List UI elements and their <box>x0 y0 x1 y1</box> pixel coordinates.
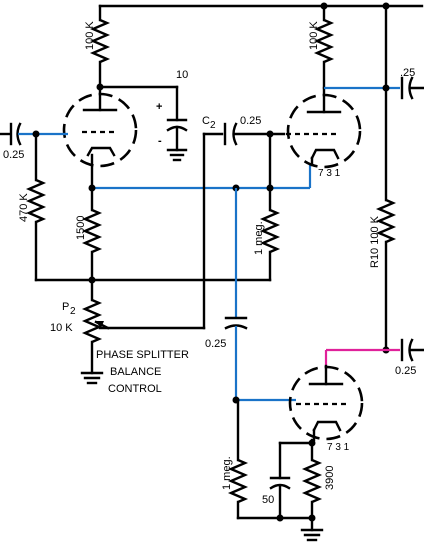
c2-sub: 2 <box>210 120 216 131</box>
caption-line1: PHASE SPLITTER <box>96 349 189 361</box>
right-grid-resistor-label: 1 meg. <box>253 221 265 255</box>
bottom-tube-pins: 7 3 1 <box>327 442 350 453</box>
cathode-bus <box>88 165 312 192</box>
left-grid-resistor: 470 K <box>18 132 272 282</box>
left-plate-resistor-label: 100 K <box>84 21 96 50</box>
caption-line3: CONTROL <box>108 383 162 395</box>
right-output: .25 <box>324 67 424 100</box>
cathode-resistor-label: 1500 <box>75 216 87 240</box>
bottom-cathode-network: 50 3900 <box>262 438 336 542</box>
bypass-capacitor: 10 + - <box>98 69 188 162</box>
input-coupling: 0.25 <box>0 122 68 161</box>
bplus-rail <box>98 2 424 202</box>
right-tube: 7 3 1 <box>286 86 362 179</box>
output-top-capacitor-label: .25 <box>400 67 415 79</box>
input-capacitor-label: 0.25 <box>3 149 24 161</box>
right-plate-resistor-label: 100 K <box>308 21 320 50</box>
caption-line2: BALANCE <box>110 366 161 378</box>
mid-coupling-capacitor: 0.25 <box>205 188 296 404</box>
right-grid-resistor: 1 meg. <box>253 132 281 282</box>
bypass-capacitor-minus: - <box>158 135 162 147</box>
c2-value: 0.25 <box>240 115 261 127</box>
left-plate-resistor: 100 K <box>84 4 111 91</box>
pot-sub: 2 <box>70 306 76 317</box>
bottom-cathode-capacitor-label: 50 <box>262 494 274 506</box>
balance-pot: P 2 10 K PHASE SPLITTER BALANCE CONTROL <box>50 132 224 395</box>
c2-capacitor: C 2 0.25 <box>202 115 286 146</box>
c2-prefix: C <box>202 115 210 127</box>
bottom-output: 0.25 <box>324 338 424 377</box>
bottom-grid-resistor: 1 meg. <box>221 398 314 520</box>
cathode-resistor: 1500 <box>75 186 103 284</box>
pot-prefix: P <box>62 301 69 313</box>
right-tube-pins: 7 3 1 <box>318 168 341 179</box>
bottom-tube: 7 3 1 <box>288 364 364 453</box>
left-tube <box>62 85 138 190</box>
bypass-capacitor-value: 10 <box>176 69 188 81</box>
right-plate-resistor: 100 K <box>308 4 335 90</box>
output-bottom-capacitor-label: 0.25 <box>395 365 416 377</box>
bottom-grid-resistor-label: 1 meg. <box>221 456 233 490</box>
pot-value: 10 K <box>50 322 73 334</box>
bypass-capacitor-plus: + <box>156 101 162 113</box>
left-grid-resistor-label: 470 K <box>18 193 30 222</box>
mid-coupling-capacitor-label: 0.25 <box>205 338 226 350</box>
r10-label: R10 100 K <box>369 215 381 268</box>
bottom-cathode-resistor-label: 3900 <box>324 466 336 490</box>
r10-resistor: R10 100 K <box>369 198 397 354</box>
